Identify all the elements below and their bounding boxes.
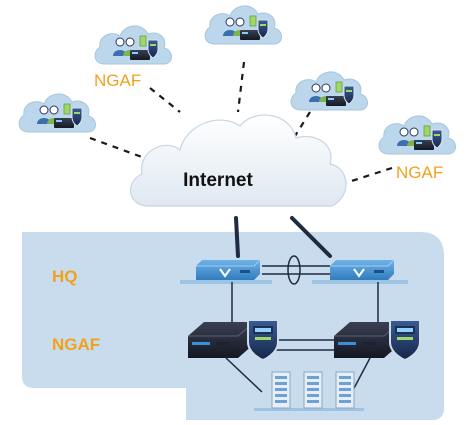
server-rack-icon xyxy=(271,371,291,409)
server-rack-icon xyxy=(303,371,323,409)
branch-cloud-top-left xyxy=(94,25,172,65)
firewall-to-server-links xyxy=(225,357,371,393)
switch-icon xyxy=(195,259,261,281)
branch-cloud-top xyxy=(204,5,282,45)
ngaf-label-hq: NGAF xyxy=(52,335,100,354)
shield-icon xyxy=(247,319,279,361)
branch-cloud-far-right xyxy=(378,115,456,155)
uplinks xyxy=(234,216,332,258)
hq-label: HQ xyxy=(52,267,78,286)
ngaf-label-branch-top-left: NGAF xyxy=(94,71,141,90)
ngaf-label-branch-right: NGAF xyxy=(396,163,443,182)
switch-interlink xyxy=(262,255,330,285)
switch-icon xyxy=(329,259,395,281)
branch-cloud-west xyxy=(18,93,96,133)
switch-shelf xyxy=(180,280,408,284)
firewall-appliance-icon xyxy=(187,321,255,359)
shield-icon xyxy=(389,319,421,361)
server-rack-icon xyxy=(335,371,355,409)
internet-label: Internet xyxy=(183,170,253,191)
server-shelf xyxy=(254,408,364,411)
internet-cloud xyxy=(129,114,347,207)
branch-cloud-right xyxy=(290,71,368,111)
